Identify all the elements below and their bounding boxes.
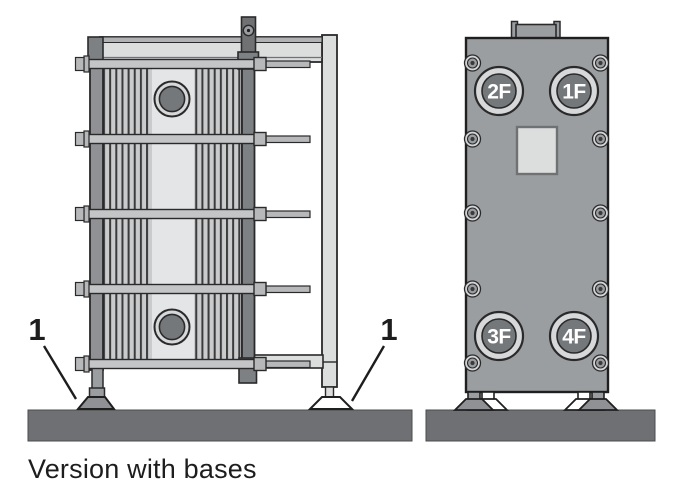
callout-right: 1 (350, 312, 398, 402)
front-left-base-foot (452, 391, 510, 411)
figure-caption: Version with bases (28, 454, 257, 484)
side-port-lower (153, 308, 191, 346)
fixed-plate-top-block (87, 36, 104, 63)
frame-bolt-l3 (463, 204, 482, 222)
hanger-roller-pin (246, 28, 251, 33)
frame-bolt-r2 (591, 130, 610, 148)
side-view (74, 16, 355, 410)
left-base-foot (75, 396, 116, 410)
floor-slab-left (27, 409, 413, 442)
port-4f-label: 4F (562, 326, 586, 349)
side-port-upper (153, 80, 191, 118)
support-column-stem (324, 386, 335, 399)
fixed-plate-leg (91, 367, 104, 391)
frame-bolt-l5 (463, 354, 482, 372)
callout-right-label: 1 (380, 312, 397, 347)
frame-bolt-l1 (463, 54, 482, 72)
port-1f-label: 1F (562, 81, 586, 104)
support-column (321, 34, 338, 388)
port-2f: 2F (473, 65, 525, 117)
callout-left: 1 (28, 312, 78, 400)
lifting-lug-icon (510, 20, 561, 40)
frame-bolt-r3 (591, 204, 610, 222)
support-column-base-foot (307, 396, 355, 410)
callout-right-leader (350, 345, 386, 402)
nameplate (515, 125, 559, 176)
port-4f: 4F (548, 310, 600, 362)
port-2f-label: 2F (487, 81, 511, 104)
port-1f: 1F (548, 65, 600, 117)
front-right-base-foot (562, 391, 620, 411)
port-3f-label: 3F (487, 326, 511, 349)
frame-bolt-r4 (591, 280, 610, 298)
carrying-bar (99, 36, 323, 63)
frame-bolt-l4 (463, 280, 482, 298)
port-3f: 3F (473, 310, 525, 362)
front-view: 2F 1F 3F 4F (452, 20, 620, 411)
floor-slab-right (425, 409, 656, 442)
frame-bolt-l2 (463, 130, 482, 148)
frame-bolt-r1 (591, 54, 610, 72)
callout-left-leader (42, 345, 78, 400)
frame-bolt-r5 (591, 354, 610, 372)
callout-left-label: 1 (28, 312, 45, 347)
pressure-plate (238, 61, 258, 384)
